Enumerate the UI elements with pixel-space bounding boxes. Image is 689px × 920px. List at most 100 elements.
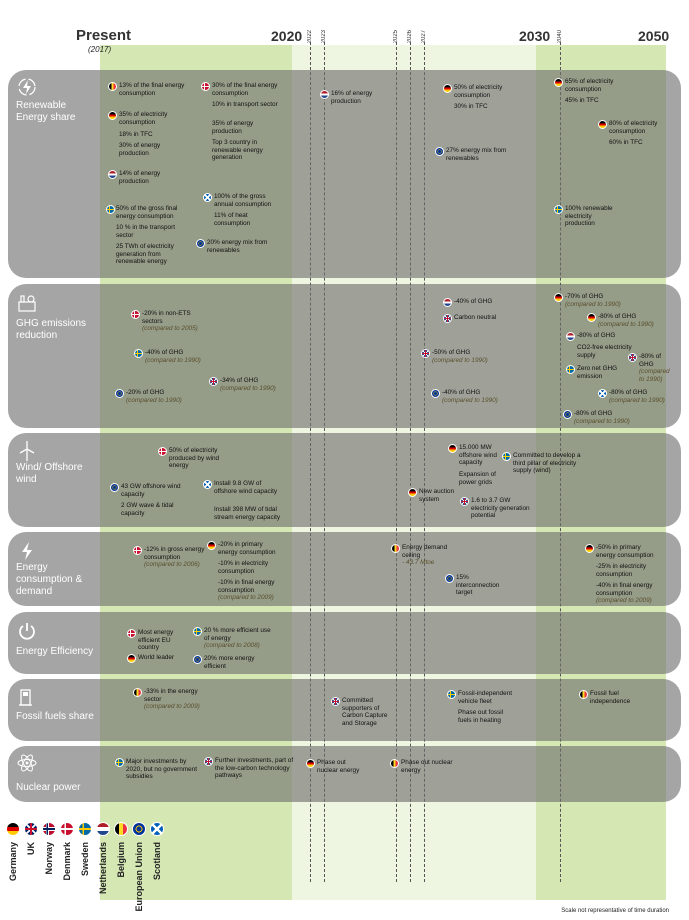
- flag-de-icon: [6, 822, 20, 836]
- item-text: Carbon neutral: [454, 314, 497, 321]
- item-text: -50% of GHG(compared to 1990): [432, 349, 488, 364]
- year-2050: 2050: [638, 28, 670, 44]
- flag-de-icon: [408, 488, 417, 497]
- flag-se-icon: [134, 349, 143, 358]
- scale-note: Scale not representative of time duratio…: [561, 908, 669, 914]
- flag-eu-icon: [196, 239, 205, 248]
- flag-be-icon: [390, 759, 399, 768]
- flag-se-icon: [554, 205, 563, 214]
- flag-nl-icon: [108, 170, 117, 179]
- item-text: -10% in electricity consumption: [218, 560, 269, 575]
- flag-eu-icon: [431, 389, 440, 398]
- lightning-recycle-icon: [18, 78, 36, 96]
- legend-flag-sweden: [78, 822, 92, 836]
- legend-flag-germany: [6, 822, 20, 836]
- item-text: Expansion of power grids: [459, 471, 496, 486]
- item-text: 30% of the final energy consumption: [212, 82, 278, 97]
- item-text: 10% in transport sector: [212, 101, 278, 108]
- item-text: 1.6 to 3.7 GW electricity generation pot…: [471, 497, 530, 520]
- item-text: 100% renewable electricity production: [565, 205, 613, 228]
- item-text: Phase out nuclear energy: [317, 759, 360, 774]
- flag-uk-icon: [24, 822, 38, 836]
- flag-nl-icon: [443, 298, 452, 307]
- item-text: Install 9.8 GW of offshore wind capacity: [214, 480, 278, 495]
- flag-se-icon: [502, 452, 511, 461]
- power-icon: [19, 623, 35, 640]
- item-text: Zero net GHG emission: [577, 365, 618, 380]
- item-text: -40% of GHG: [454, 298, 493, 305]
- flag-dk-icon: [127, 629, 136, 638]
- item-text: 2 GW wave & tidal capacity: [121, 502, 174, 517]
- flag-dk-icon: [133, 546, 142, 555]
- row-label-efficiency: Energy Efficiency: [16, 646, 94, 657]
- legend-flag-belgium: [114, 822, 128, 836]
- flag-se-icon: [193, 627, 202, 636]
- item-text: 30% in TFC: [454, 103, 488, 110]
- item-text: 45% in TFC: [565, 97, 599, 104]
- flag-dk-icon: [158, 447, 167, 456]
- row-nuclear: [8, 746, 681, 802]
- flag-de-icon: [448, 444, 457, 453]
- row-ghg: [8, 284, 681, 428]
- item-text: CO2-free electricity supply: [577, 344, 632, 359]
- row-consumption: [8, 532, 681, 606]
- flag-eu-icon: [110, 483, 119, 492]
- atom-icon: [17, 754, 37, 772]
- flag-de-icon: [108, 111, 117, 120]
- item-text: 60% in TFC: [609, 139, 643, 146]
- fuel-pump-icon: [19, 689, 32, 706]
- item-text: Energy demand ceiling- 43.7 Mtoe: [402, 544, 448, 567]
- flag-sc-icon: [598, 389, 607, 398]
- item-text: 50% of electricity produced by wind ener…: [169, 447, 220, 470]
- flag-de-icon: [598, 120, 607, 129]
- flag-uk-icon: [421, 349, 430, 358]
- item-text: Install 398 MW of tidal stream energy ca…: [214, 506, 281, 521]
- item-text: -40% of GHG(compared to 1990): [145, 349, 201, 364]
- flag-eu-icon: [132, 822, 146, 836]
- item-text: 35% of energy production: [212, 120, 254, 135]
- item-text: 13% of the final energy consumption: [119, 82, 185, 97]
- flag-de-icon: [554, 293, 563, 302]
- item-text: -20% in non-ETS sectors(compared to 2005…: [142, 310, 198, 333]
- present-label: Present: [76, 27, 132, 44]
- flag-be-icon: [391, 544, 400, 553]
- item-text: -80% of GHG(compared to 1990): [598, 313, 654, 328]
- row-efficiency: [8, 612, 681, 674]
- item-text: -70% of GHG(compared to 1990): [565, 293, 621, 308]
- flag-eu-icon: [115, 389, 124, 398]
- flag-no-icon: [42, 822, 56, 836]
- flag-se-icon: [115, 758, 124, 767]
- item-text: -34% of GHG(compared to 1990): [220, 377, 276, 392]
- flag-de-icon: [554, 78, 563, 87]
- flag-sc-icon: [203, 193, 212, 202]
- item-text: Fossil fuel independence: [590, 690, 631, 705]
- flag-se-icon: [106, 205, 115, 214]
- flag-sc-icon: [203, 480, 212, 489]
- flag-be-icon: [579, 690, 588, 699]
- item-text: 50% of electricity consumption: [454, 84, 503, 99]
- flag-uk-icon: [331, 697, 340, 706]
- factory-icon: [18, 295, 36, 312]
- legend-denmark: Denmark: [62, 842, 72, 881]
- item-text: Major investments by 2020, but no govern…: [126, 758, 198, 781]
- item-text: Top 3 country in renewable energy genera…: [212, 139, 263, 162]
- item-text: Phase out fossil fuels in heating: [458, 709, 504, 724]
- row-label-nuclear: Nuclear power: [16, 782, 81, 793]
- flag-dk-icon: [60, 822, 74, 836]
- flag-uk-icon: [460, 497, 469, 506]
- year-2030: 2030: [519, 28, 551, 44]
- item-text: -20% in primary energy consumption: [218, 541, 276, 556]
- item-text: 10 % in the transport sector: [116, 224, 175, 239]
- legend-flag-denmark: [60, 822, 74, 836]
- legend-flag-uk: [24, 822, 38, 836]
- item-text: 30% of energy production: [119, 142, 161, 157]
- row-label-renewable: Renewable Energy share: [16, 100, 76, 123]
- legend-norway: Norway: [44, 842, 54, 875]
- item-text: 14% of energy production: [119, 170, 161, 185]
- item-text: -80% of GHG(compared to 1990): [609, 389, 665, 404]
- item-text: 65% of electricity consumption: [565, 78, 614, 93]
- item-text: New auction system: [419, 488, 455, 503]
- item-text: Most energy efficient EU country: [138, 629, 174, 652]
- item-text: 20 % more efficient use of energy(compar…: [204, 627, 271, 650]
- legend-uk: UK: [26, 842, 36, 855]
